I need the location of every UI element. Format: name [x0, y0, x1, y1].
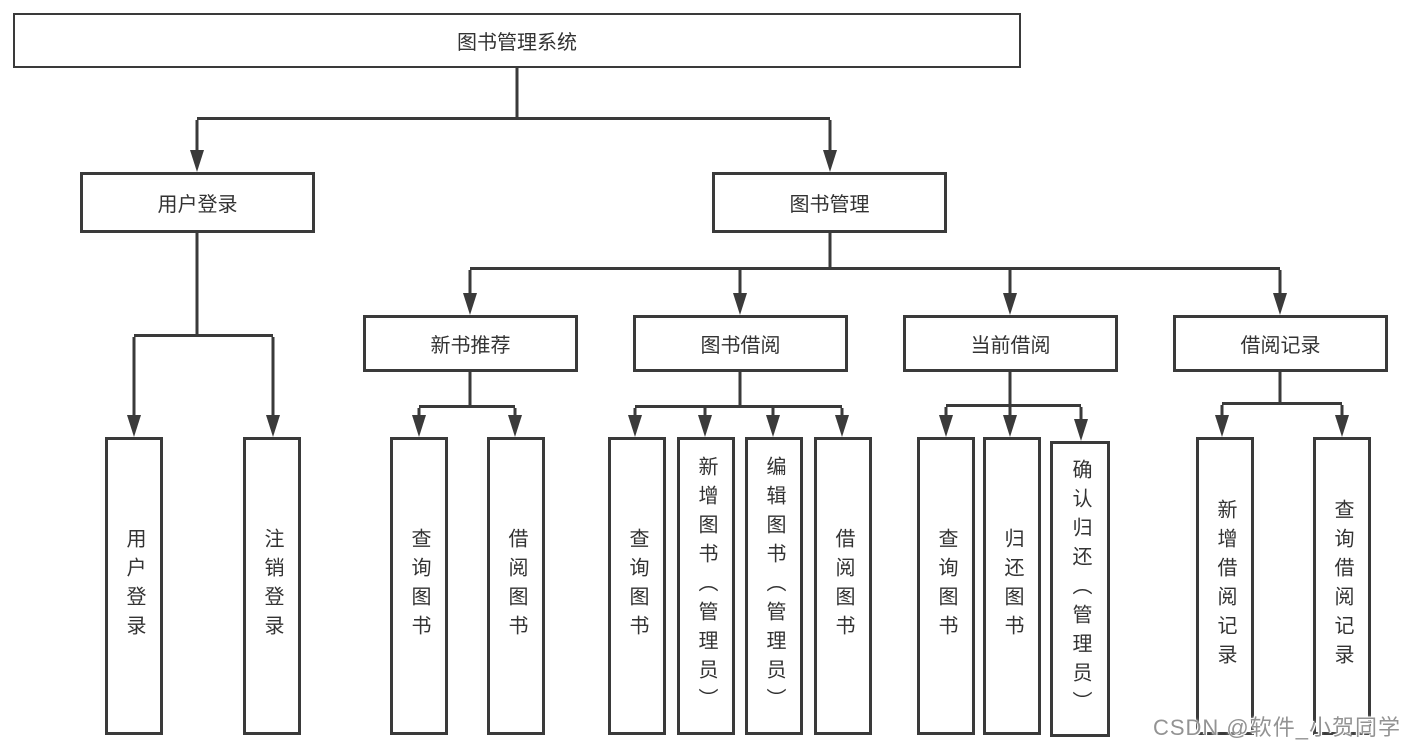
leaf-newbook-borrow-books: 借阅图书	[487, 437, 545, 735]
node-new-book-recommend: 新书推荐	[363, 315, 578, 372]
leaf-newbook-borrow-books-label: 借阅图书	[505, 528, 527, 644]
node-book-management: 图书管理	[712, 172, 947, 233]
node-book-management-label: 图书管理	[789, 194, 870, 216]
node-new-book-recommend-label: 新书推荐	[430, 335, 511, 357]
leaf-edit-book-admin-label: 编辑图书（管理员）	[763, 455, 785, 717]
node-user-login: 用户登录	[80, 172, 315, 233]
arrowheads	[127, 150, 1349, 441]
node-root-label: 图书管理系统	[457, 32, 577, 54]
leaf-add-borrow-record-label: 新增借阅记录	[1214, 499, 1236, 673]
leaf-user-login: 用户登录	[105, 437, 163, 735]
node-book-borrow-label: 图书借阅	[700, 335, 781, 357]
leaf-add-book-admin-label: 新增图书（管理员）	[695, 455, 717, 717]
node-user-login-label: 用户登录	[157, 194, 238, 216]
node-book-borrow: 图书借阅	[633, 315, 848, 372]
node-root: 图书管理系统	[13, 13, 1021, 68]
leaf-borrow-query-books-label: 查询图书	[626, 528, 648, 644]
leaf-edit-book-admin: 编辑图书（管理员）	[745, 437, 803, 735]
leaf-return-book-label: 归还图书	[1001, 528, 1023, 644]
leaf-borrow-borrow-books-label: 借阅图书	[832, 528, 854, 644]
leaf-confirm-return-admin: 确认归还（管理员）	[1050, 441, 1110, 737]
leaf-logout: 注销登录	[243, 437, 301, 735]
leaf-borrow-query-books: 查询图书	[608, 437, 666, 735]
leaf-confirm-return-admin-label: 确认归还（管理员）	[1069, 458, 1091, 720]
node-borrow-records: 借阅记录	[1173, 315, 1388, 372]
leaf-query-borrow-record-label: 查询借阅记录	[1331, 499, 1353, 673]
leaf-newbook-query-books-label: 查询图书	[408, 528, 430, 644]
leaf-current-query-books: 查询图书	[917, 437, 975, 735]
node-borrow-records-label: 借阅记录	[1240, 335, 1321, 357]
leaf-logout-label: 注销登录	[261, 528, 283, 644]
leaf-query-borrow-record: 查询借阅记录	[1313, 437, 1371, 735]
leaf-borrow-borrow-books: 借阅图书	[814, 437, 872, 735]
leaf-user-login-label: 用户登录	[123, 528, 145, 644]
node-current-borrow-label: 当前借阅	[970, 335, 1051, 357]
node-current-borrow: 当前借阅	[903, 315, 1118, 372]
leaf-current-query-books-label: 查询图书	[935, 528, 957, 644]
leaf-newbook-query-books: 查询图书	[390, 437, 448, 735]
leaf-add-borrow-record: 新增借阅记录	[1196, 437, 1254, 735]
leaf-add-book-admin: 新增图书（管理员）	[677, 437, 735, 735]
leaf-return-book: 归还图书	[983, 437, 1041, 735]
csdn-watermark: CSDN @软件_小贺同学	[1152, 715, 1401, 740]
